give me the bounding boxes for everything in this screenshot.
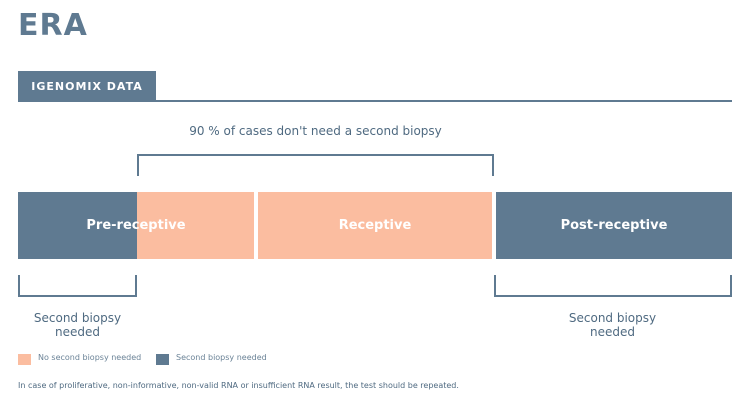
left-bracket-line [18, 295, 137, 297]
footnote: In case of proliferative, non-informativ… [18, 381, 459, 390]
top-bracket-right-tick [492, 154, 494, 176]
segment-pre-receptive-late [137, 192, 254, 259]
tab-underline [18, 100, 732, 102]
tab-igenomix-data[interactable]: IGENOMIX DATA [18, 71, 156, 102]
right-bracket-left-tick [494, 275, 496, 297]
segment-receptive [258, 192, 492, 259]
pre-receptive-label: Pre-receptive [86, 218, 186, 233]
top-bracket-left-tick [137, 154, 139, 176]
top-bracket-label: 90 % of cases don't need a second biopsy [189, 124, 442, 138]
right-bracket-line [494, 295, 732, 297]
right-bracket-right-tick [730, 275, 732, 297]
left-bracket-right-tick [135, 275, 137, 297]
left-bracket-left-tick [18, 275, 20, 297]
segment-pre-receptive [18, 192, 137, 259]
receptive-label: Receptive [338, 218, 412, 233]
segment-post-receptive [496, 192, 732, 259]
legend-biopsy-label: Second biopsy needed [176, 353, 267, 362]
legend-peach-swatch [18, 354, 31, 365]
legend-blue-swatch [156, 354, 169, 365]
legend-no-biopsy-label: No second biopsy needed [38, 353, 142, 362]
top-bracket-line [137, 154, 494, 156]
left-bracket-note: Second biopsy needed [33, 311, 122, 339]
right-bracket-note: Second biopsy needed [568, 311, 657, 339]
post-receptive-label: Post-receptive [560, 218, 668, 233]
page-title: ERA [18, 8, 88, 43]
